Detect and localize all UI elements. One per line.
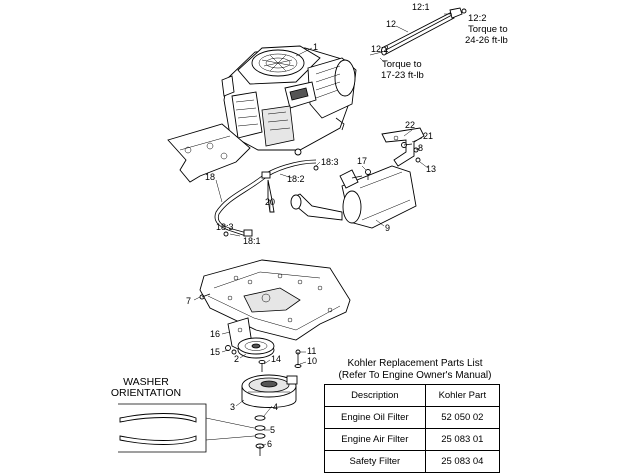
kohler-title-line2: (Refer To Engine Owner's Manual) bbox=[338, 370, 492, 381]
callout-12-2-lower: 12:2 bbox=[371, 44, 389, 54]
torque-lower-line2: 17-23 ft-lb bbox=[381, 70, 424, 81]
washer-title-line2: ORIENTATION bbox=[110, 387, 182, 399]
kohler-parts-title: Kohler Replacement Parts List (Refer To … bbox=[300, 358, 530, 382]
header-kohler-part: Kohler Part bbox=[424, 384, 501, 407]
kohler-parts-table: Description Kohler Part Engine Oil Filte… bbox=[324, 384, 501, 473]
washer-orientation-title: WASHER ORIENTATION bbox=[96, 377, 196, 399]
table-row: Engine Air Filter 25 083 01 bbox=[324, 428, 501, 451]
bolt-17-drawing bbox=[365, 169, 371, 180]
callout-22: 22 bbox=[405, 120, 415, 130]
washer-title-line1: WASHER bbox=[123, 376, 169, 388]
mount-bracket-drawing bbox=[167, 123, 251, 183]
callout-10: 10 bbox=[307, 356, 317, 366]
row-description: Engine Oil Filter bbox=[324, 406, 426, 429]
kohler-title-line1: Kohler Replacement Parts List bbox=[347, 358, 483, 369]
parts-diagram-page: 1 2 3 4 5 6 7 8 9 10 11 12 13 14 15 16 1… bbox=[96, 2, 530, 473]
callout-1: 1 bbox=[313, 42, 318, 52]
callout-3: 3 bbox=[230, 402, 235, 412]
callout-6: 6 bbox=[267, 439, 272, 449]
hose-drawing bbox=[214, 159, 319, 237]
callout-18-3-top: 18:3 bbox=[321, 157, 339, 167]
deck-plate-drawing bbox=[199, 259, 351, 341]
exploded-view-drawing: 1 2 3 4 5 6 7 8 9 10 11 12 13 14 15 16 1… bbox=[118, 2, 508, 456]
row-description: Safety Filter bbox=[324, 450, 426, 473]
callout-4: 4 bbox=[273, 402, 278, 412]
washer-orientation-detail bbox=[118, 403, 255, 453]
callout-7: 7 bbox=[186, 296, 191, 306]
torque-notes: 12:2 Torque to 24-26 ft-lb Torque to 17-… bbox=[381, 13, 508, 81]
callout-13: 13 bbox=[426, 164, 436, 174]
torque-upper-ref: 12:2 bbox=[468, 13, 487, 24]
fasteners-10-11-drawing bbox=[294, 349, 302, 368]
header-description: Description bbox=[324, 384, 426, 407]
bolt-14-drawing bbox=[258, 359, 266, 372]
callout-18-3-bottom: 18:3 bbox=[216, 222, 234, 232]
torque-lower-line1: Torque to bbox=[382, 59, 422, 70]
callout-16: 16 bbox=[210, 329, 220, 339]
callout-12: 12 bbox=[386, 19, 396, 29]
row-part-number: 52 050 02 bbox=[424, 406, 501, 429]
table-row: Safety Filter 25 083 04 bbox=[324, 450, 501, 473]
callout-12-1: 12:1 bbox=[412, 2, 430, 12]
callout-18: 18 bbox=[205, 172, 215, 182]
torque-upper-line1: Torque to bbox=[468, 24, 508, 35]
callout-8: 8 bbox=[418, 143, 423, 153]
callout-9: 9 bbox=[385, 223, 390, 233]
callout-18-1: 18:1 bbox=[243, 236, 261, 246]
torque-upper-line2: 24-26 ft-lb bbox=[465, 35, 508, 46]
callout-labels: 1 2 3 4 5 6 7 8 9 10 11 12 13 14 15 16 1… bbox=[186, 2, 436, 449]
engine-drawing bbox=[221, 45, 357, 156]
callout-18-2: 18:2 bbox=[287, 174, 305, 184]
muffler-drawing bbox=[290, 165, 417, 229]
callout-2: 2 bbox=[234, 354, 239, 364]
leader-lines bbox=[193, 13, 452, 447]
row-description: Engine Air Filter bbox=[324, 428, 426, 451]
table-header-row: Description Kohler Part bbox=[324, 384, 501, 407]
callout-5: 5 bbox=[270, 425, 275, 435]
row-part-number: 25 083 01 bbox=[424, 428, 501, 451]
clutch-drawing bbox=[241, 374, 298, 408]
callout-14: 14 bbox=[271, 354, 281, 364]
callout-15: 15 bbox=[210, 347, 220, 357]
callout-20: 20 bbox=[265, 197, 275, 207]
washers-bolt-drawing bbox=[254, 415, 266, 456]
table-row: Engine Oil Filter 52 050 02 bbox=[324, 406, 501, 429]
callout-21: 21 bbox=[423, 131, 433, 141]
bolt-7-drawing bbox=[199, 293, 211, 300]
muffler-bracket-drawing bbox=[381, 127, 425, 167]
pulley-drawing bbox=[237, 337, 275, 359]
row-part-number: 25 083 04 bbox=[424, 450, 501, 473]
callout-11: 11 bbox=[307, 346, 316, 356]
callout-17: 17 bbox=[357, 156, 367, 166]
exhaust-pipe-drawing bbox=[369, 7, 467, 56]
